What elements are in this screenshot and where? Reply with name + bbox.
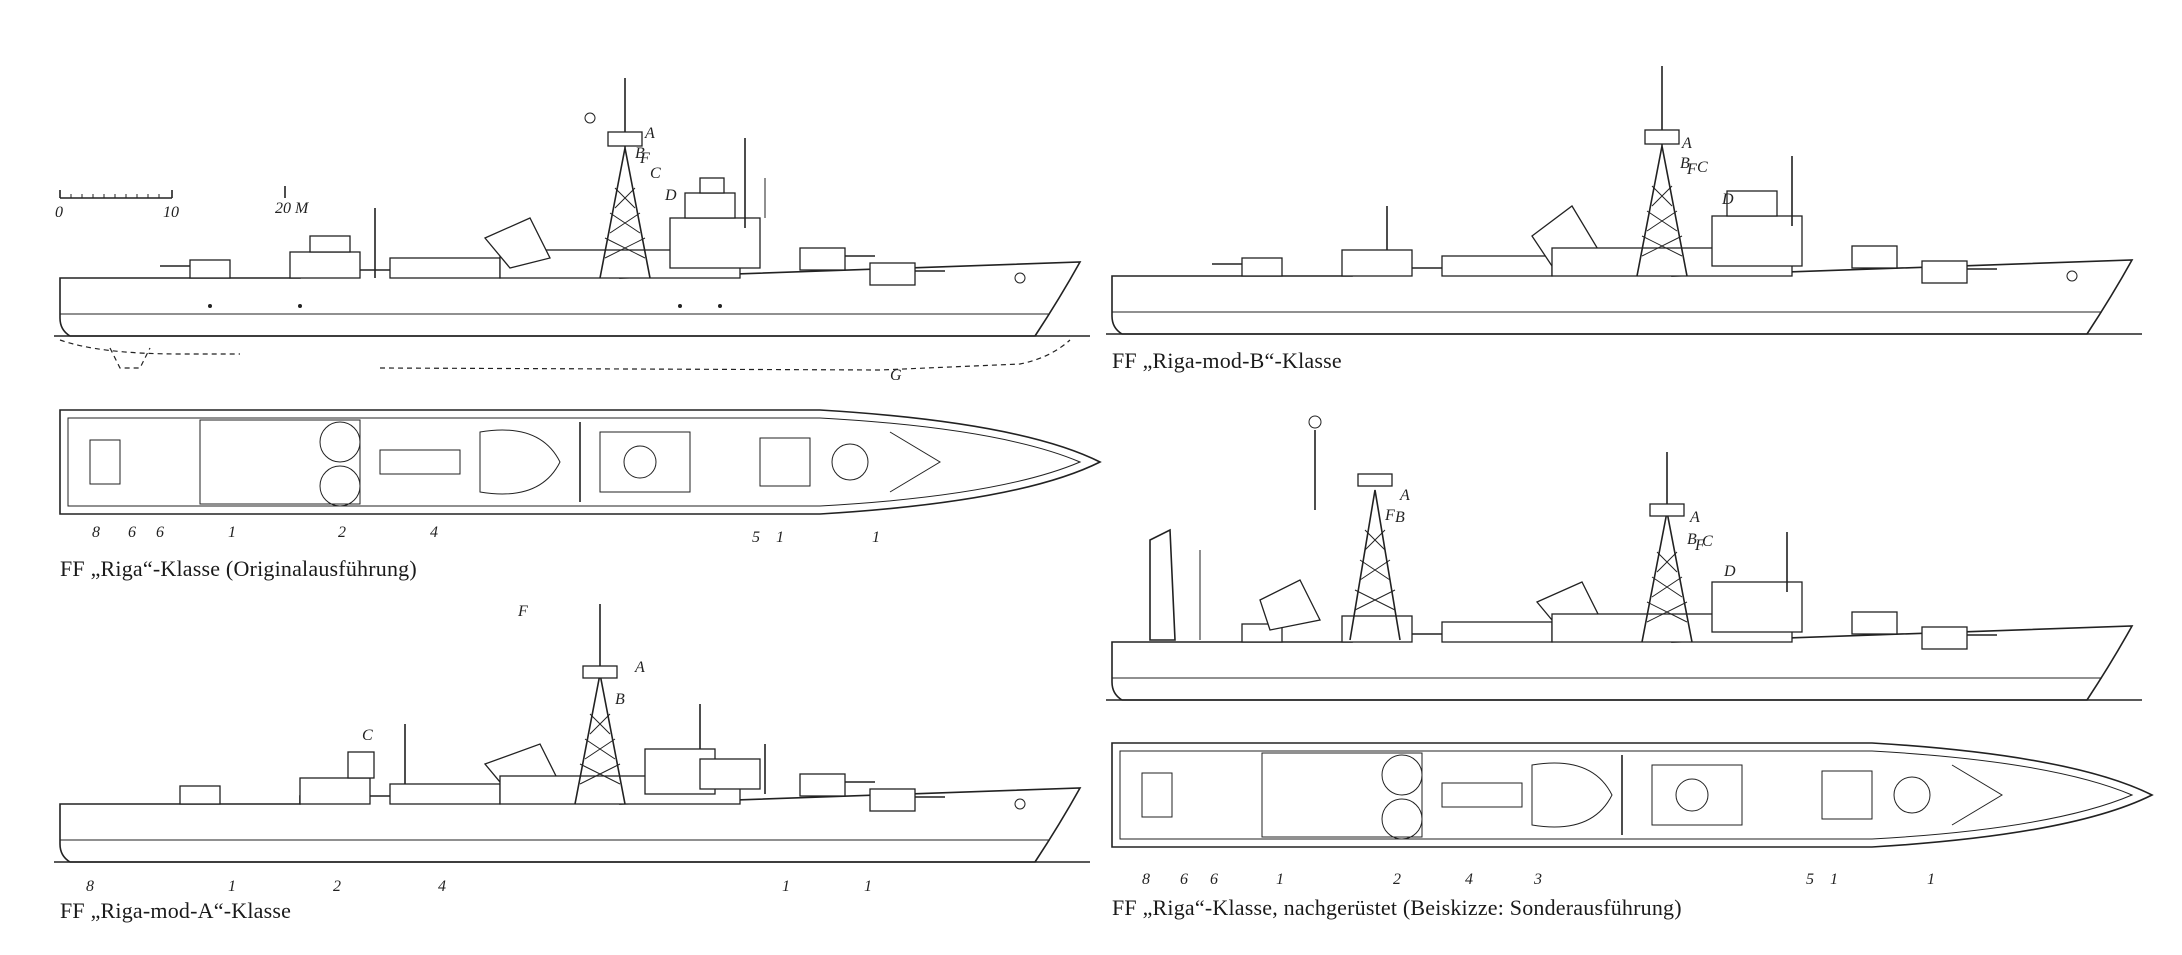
caption-riga-mod-b: FF „Riga-mod-B“-Klasse (1112, 348, 1342, 373)
label-A: A (644, 125, 655, 142)
num-2: 2 (338, 524, 346, 541)
riga-refit-numbers: 8 6 6 1 2 4 3 5 1 1 (1142, 871, 1935, 888)
riga-mod-b-side-view: A B F C D (1105, 66, 2143, 335)
num-3-refit: 3 (1533, 871, 1542, 888)
num-5: 5 (752, 529, 760, 546)
riga-refit-side-view: A B F C D (1105, 452, 2143, 701)
label-B-inset: B (1395, 509, 1405, 526)
num-4-refit: 4 (1465, 871, 1473, 888)
caption-riga-refit: FF „Riga“-Klasse, nachgerüstet (Beiskizz… (1112, 895, 1682, 920)
label-F-moda: F (517, 603, 528, 620)
label-F-modb: F (1686, 161, 1697, 178)
caption-riga-original: FF „Riga“-Klasse (Originalausführung) (60, 556, 417, 581)
num-1c: 1 (872, 529, 880, 546)
riga-original-plan-view (59, 409, 1101, 515)
num-2-refit: 2 (1393, 871, 1401, 888)
num-4: 4 (430, 524, 438, 541)
num-1c-moda: 1 (864, 878, 872, 895)
num-8-refit: 8 (1142, 871, 1150, 888)
num-1c-refit: 1 (1927, 871, 1935, 888)
num-1-refit: 1 (1276, 871, 1284, 888)
riga-original-side-view: A B F C D G (53, 78, 1091, 384)
num-8: 8 (92, 524, 100, 541)
label-C: C (650, 165, 661, 182)
label-C-modb: C (1697, 159, 1708, 176)
label-F-inset: F (1384, 507, 1395, 524)
label-A-refit: A (1689, 509, 1700, 526)
num-1: 1 (228, 524, 236, 541)
riga-refit-plan-view (1111, 742, 2153, 848)
label-B-moda: B (615, 691, 625, 708)
scale-tick-20m: 20 M (275, 200, 310, 217)
num-1b-refit: 1 (1830, 871, 1838, 888)
label-C-moda: C (362, 727, 373, 744)
riga-mod-a-numbers: 8 1 2 4 1 1 (86, 878, 872, 895)
num-6b: 6 (156, 524, 164, 541)
label-D-refit: D (1723, 563, 1736, 580)
label-D-modb: D (1721, 191, 1734, 208)
scale-bar: 0 10 20 M (55, 186, 310, 221)
num-8-moda: 8 (86, 878, 94, 895)
num-6b-refit: 6 (1210, 871, 1218, 888)
label-B-refit: B (1687, 531, 1697, 548)
num-5-refit: 5 (1806, 871, 1814, 888)
scale-tick-10: 10 (163, 204, 179, 221)
refit-inset-sketch: A B F (1149, 415, 1410, 641)
caption-riga-mod-a: FF „Riga-mod-A“-Klasse (60, 898, 292, 923)
num-6-refit: 6 (1180, 871, 1188, 888)
scale-tick-0: 0 (55, 204, 63, 221)
label-A-modb: A (1681, 135, 1692, 152)
num-1-moda: 1 (228, 878, 236, 895)
label-D: D (664, 187, 677, 204)
label-F: F (639, 150, 650, 167)
num-4-moda: 4 (438, 878, 446, 895)
num-2-moda: 2 (333, 878, 341, 895)
label-A-moda: A (634, 659, 645, 676)
riga-mod-a-side-view: A B F C (53, 603, 1091, 863)
label-C-refit: C (1702, 533, 1713, 550)
label-F-refit: F (1694, 537, 1705, 554)
num-6: 6 (128, 524, 136, 541)
label-B-modb: B (1680, 155, 1690, 172)
num-1b-moda: 1 (782, 878, 790, 895)
num-1b: 1 (776, 529, 784, 546)
label-G: G (890, 367, 902, 384)
label-B: B (635, 145, 645, 162)
label-A-inset: A (1399, 487, 1410, 504)
riga-original-numbers: 8 6 6 1 2 4 5 1 1 (92, 524, 880, 546)
